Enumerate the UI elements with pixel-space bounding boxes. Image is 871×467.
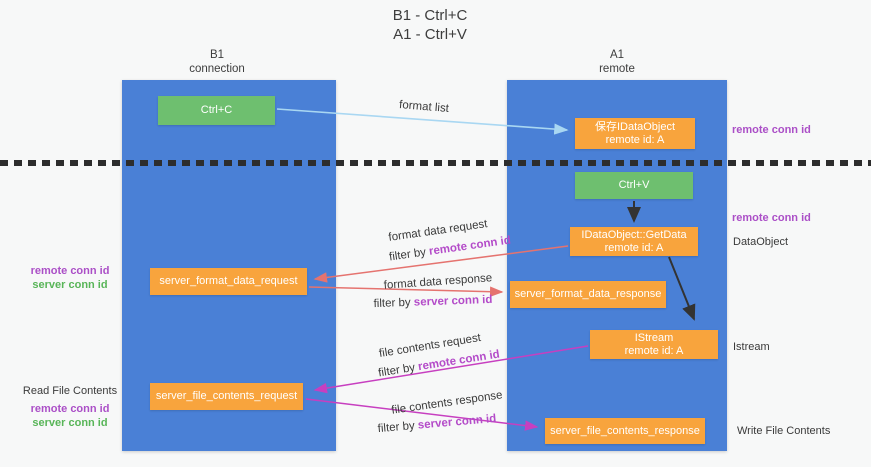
right-label-istream: Istream: [733, 341, 770, 353]
column-header-a1: A1 remote: [547, 48, 687, 76]
filter-by-text: filter by: [388, 245, 430, 264]
left-label-server-conn-id-1: server conn id: [32, 279, 108, 291]
node-istream-line1: IStream: [634, 331, 674, 344]
left-label-remote-conn-id-2: remote conn id: [30, 403, 110, 415]
filter-by-text: filter by: [377, 361, 420, 380]
label-format-data-response-filter: filter by server conn id: [373, 294, 492, 310]
node-server-format-data-request-label: server_format_data_request: [159, 275, 298, 287]
right-label-write-file-contents: Write File Contents: [737, 425, 831, 437]
node-ctrl-v: Ctrl+V: [575, 172, 693, 199]
node-istream-line2: remote id: A: [624, 344, 684, 357]
title-line-2: A1 - Ctrl+V: [393, 26, 467, 43]
node-server-file-contents-response: server_file_contents_response: [545, 418, 705, 444]
diagram-title: B1 - Ctrl+C A1 - Ctrl+V: [330, 6, 530, 44]
node-ctrl-c: Ctrl+C: [158, 96, 275, 125]
column-b1-subtitle: connection: [189, 63, 245, 75]
node-server-file-contents-request: server_file_contents_request: [150, 383, 303, 410]
filter-by-text: filter by: [373, 296, 415, 311]
label-format-data-response: format data response: [383, 272, 493, 292]
node-save-idataobject-line1: 保存IDataObject: [594, 120, 676, 133]
right-label-dataobject: DataObject: [733, 236, 789, 248]
column-header-b1: B1 connection: [147, 48, 287, 76]
filter-key-remote-conn-id: remote conn id: [417, 348, 501, 374]
left-label-file-contents-block: Read File Contents remote conn id server…: [0, 384, 140, 430]
session-separator-line: [0, 160, 871, 166]
label-format-list: format list: [398, 99, 450, 115]
node-istream: IStream remote id: A: [590, 330, 718, 359]
filter-key-server-conn-id: server conn id: [417, 412, 497, 432]
filter-by-text: filter by: [377, 419, 419, 436]
filter-key-server-conn-id: server conn id: [413, 293, 493, 309]
node-server-format-data-response: server_format_data_response: [510, 281, 666, 308]
right-label-remote-conn-id-2: remote conn id: [732, 212, 811, 224]
node-save-idataobject-line2: remote id: A: [605, 133, 665, 146]
node-server-format-data-request: server_format_data_request: [150, 268, 307, 295]
node-ctrl-v-label: Ctrl+V: [618, 179, 650, 191]
node-server-file-contents-response-label: server_file_contents_response: [550, 424, 700, 437]
left-label-read-file-contents: Read File Contents: [22, 385, 118, 397]
left-label-conn-ids-format: remote conn id server conn id: [0, 264, 140, 292]
left-label-remote-conn-id-1: remote conn id: [30, 265, 110, 277]
column-a1-name: A1: [609, 49, 625, 61]
column-b1-name: B1: [209, 49, 225, 61]
node-idataobject-getdata: IDataObject::GetData remote id: A: [570, 227, 698, 256]
node-getdata-line2: remote id: A: [604, 241, 664, 254]
left-label-server-conn-id-2: server conn id: [32, 417, 108, 429]
node-server-format-data-response-label: server_format_data_response: [514, 288, 662, 300]
node-getdata-line1: IDataObject::GetData: [581, 228, 687, 241]
node-ctrl-c-label: Ctrl+C: [200, 104, 233, 116]
title-line-1: B1 - Ctrl+C: [392, 7, 468, 24]
node-save-idataobject: 保存IDataObject remote id: A: [575, 118, 695, 149]
column-a1-subtitle: remote: [599, 63, 635, 75]
node-server-file-contents-request-label: server_file_contents_request: [155, 390, 298, 402]
right-label-remote-conn-id-1: remote conn id: [732, 124, 811, 136]
filter-key-remote-conn-id: remote conn id: [428, 234, 512, 258]
